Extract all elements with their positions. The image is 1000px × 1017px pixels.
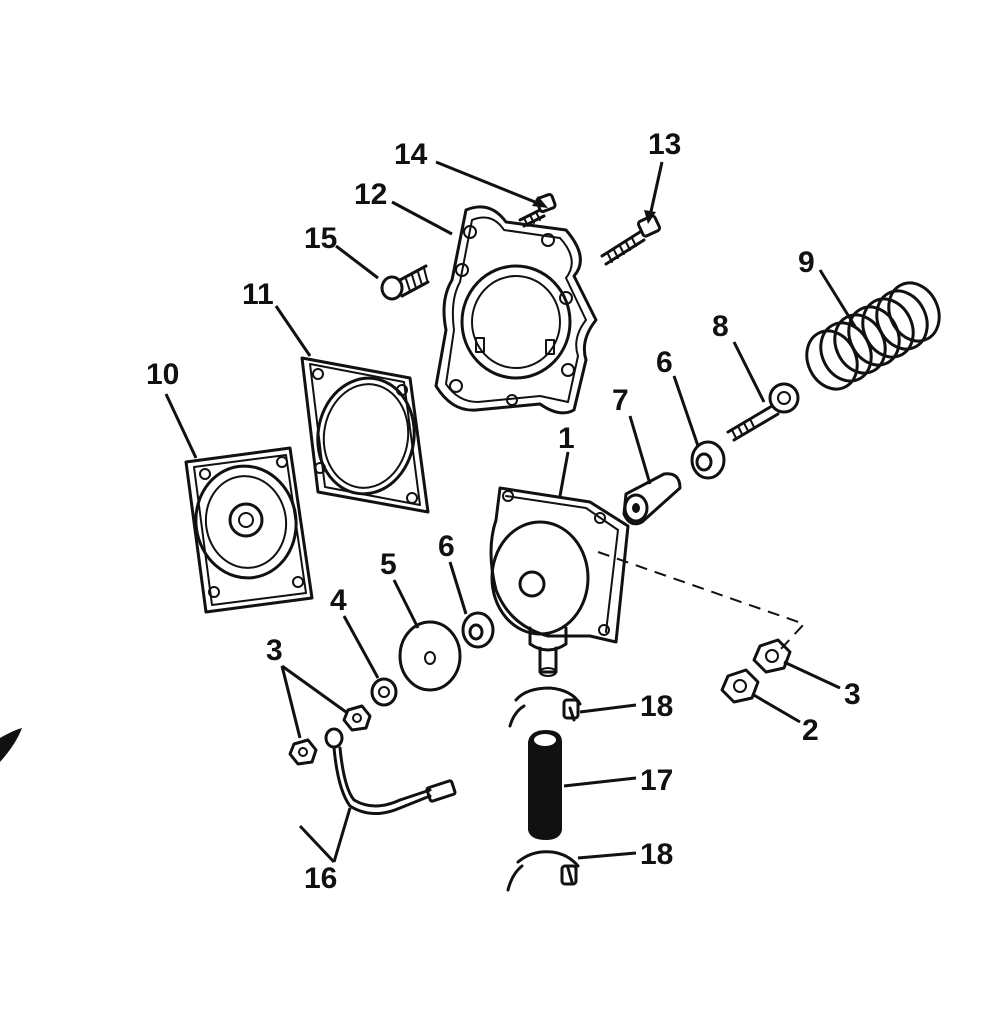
- callout-8: 8: [712, 310, 729, 343]
- callout-18-upper: 18: [640, 690, 673, 723]
- callout-labels: 14 13 12 15 9 11 8 6 10 7 1 6 5 4 3 3 2 …: [146, 128, 861, 895]
- assembly-dashed-line: [597, 551, 806, 651]
- part-3-nut-right: [752, 638, 792, 674]
- part-3-nut-left-lower: [288, 738, 318, 766]
- callout-9: 9: [798, 246, 815, 279]
- part-9-spring: [805, 281, 941, 391]
- callout-6-upper: 6: [656, 346, 673, 379]
- callout-5: 5: [380, 548, 397, 581]
- part-10-diaphragm: [184, 446, 314, 614]
- part-5-washer-large: [398, 620, 462, 692]
- part-6-washer-upper: [690, 440, 726, 480]
- part-18-clamp-lower: [506, 850, 580, 892]
- part-12-housing-cover: [434, 205, 598, 415]
- part-15-screw: [380, 264, 430, 301]
- part-17-hose: [528, 730, 562, 840]
- callout-18-lower: 18: [640, 838, 673, 871]
- callout-3-left: 3: [266, 634, 283, 667]
- part-7-sleeve: [622, 472, 682, 526]
- callout-7: 7: [612, 384, 629, 417]
- callout-17: 17: [640, 764, 673, 797]
- part-1-pump-body: [489, 486, 630, 677]
- part-2-nut: [720, 668, 760, 704]
- part-3-nut-left-upper: [342, 704, 372, 732]
- part-18-clamp-upper: [508, 686, 582, 728]
- callout-16: 16: [304, 862, 337, 895]
- part-13-screw: [600, 214, 662, 266]
- part-8-bolt: [726, 382, 800, 442]
- part-4-washer-small: [370, 677, 398, 707]
- callout-11: 11: [242, 278, 274, 311]
- callout-14: 14: [394, 138, 428, 171]
- callout-13: 13: [648, 128, 681, 161]
- callout-6-lower: 6: [438, 530, 455, 563]
- callout-10: 10: [146, 358, 179, 391]
- scan-artifact: [0, 728, 22, 762]
- callout-15: 15: [304, 222, 337, 255]
- callout-12: 12: [354, 178, 387, 211]
- callout-2: 2: [802, 714, 819, 747]
- part-11-gasket: [300, 356, 430, 514]
- part-16-wire-lead: [324, 727, 457, 815]
- callout-3-right: 3: [844, 678, 861, 711]
- callout-1: 1: [558, 422, 575, 455]
- part-6-washer-lower: [461, 611, 495, 649]
- leader-lines: [164, 160, 858, 864]
- callout-4: 4: [330, 584, 347, 617]
